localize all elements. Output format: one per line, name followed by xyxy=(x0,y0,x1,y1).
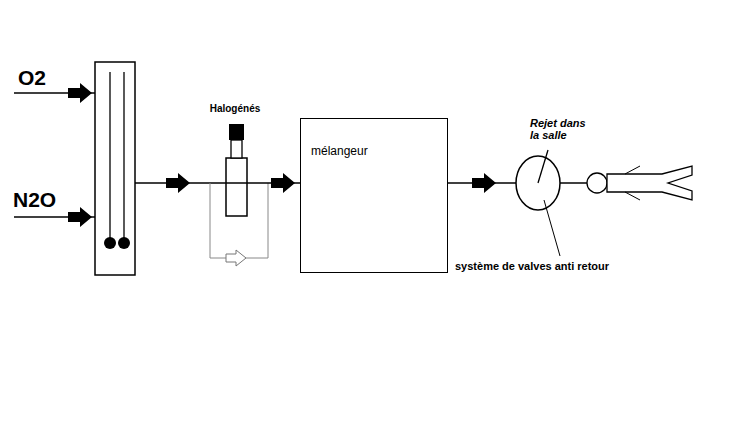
flow-arrow xyxy=(68,207,92,227)
vaporizer: Halogénés xyxy=(204,98,266,218)
flowmeter-tube xyxy=(123,72,124,240)
mixer-title: mélangeur xyxy=(311,144,368,158)
mixer-box: mélangeur xyxy=(300,118,448,273)
gas-name: N2O xyxy=(13,188,56,212)
vaporizer-label: Halogénés xyxy=(210,103,261,114)
flowmeter-ball xyxy=(118,237,130,249)
flowmeter-ball xyxy=(104,237,116,249)
flow-connector xyxy=(266,182,300,184)
flow-arrow xyxy=(68,83,92,103)
patient-arm xyxy=(625,192,640,200)
flowmeter-tube xyxy=(109,72,110,240)
patient-head xyxy=(587,173,607,193)
vaporizer-body xyxy=(226,158,247,216)
vaporizer-filler xyxy=(231,140,242,158)
leader-line xyxy=(544,200,560,256)
flow-line xyxy=(226,182,266,184)
callout-text: système de valves anti retour xyxy=(455,260,609,272)
exhaust-line xyxy=(538,150,548,183)
patient-body xyxy=(607,166,692,200)
flow-arrow xyxy=(472,173,496,193)
gas-name: O2 xyxy=(18,66,46,90)
bypass-arrow xyxy=(226,250,246,266)
callout-text: Rejet dans la salle xyxy=(530,117,594,141)
flow-line xyxy=(560,182,587,184)
vaporizer-cap xyxy=(229,124,244,140)
patient-arm xyxy=(625,166,640,174)
flowmeter-box xyxy=(95,62,135,275)
flow-arrow xyxy=(166,173,190,193)
